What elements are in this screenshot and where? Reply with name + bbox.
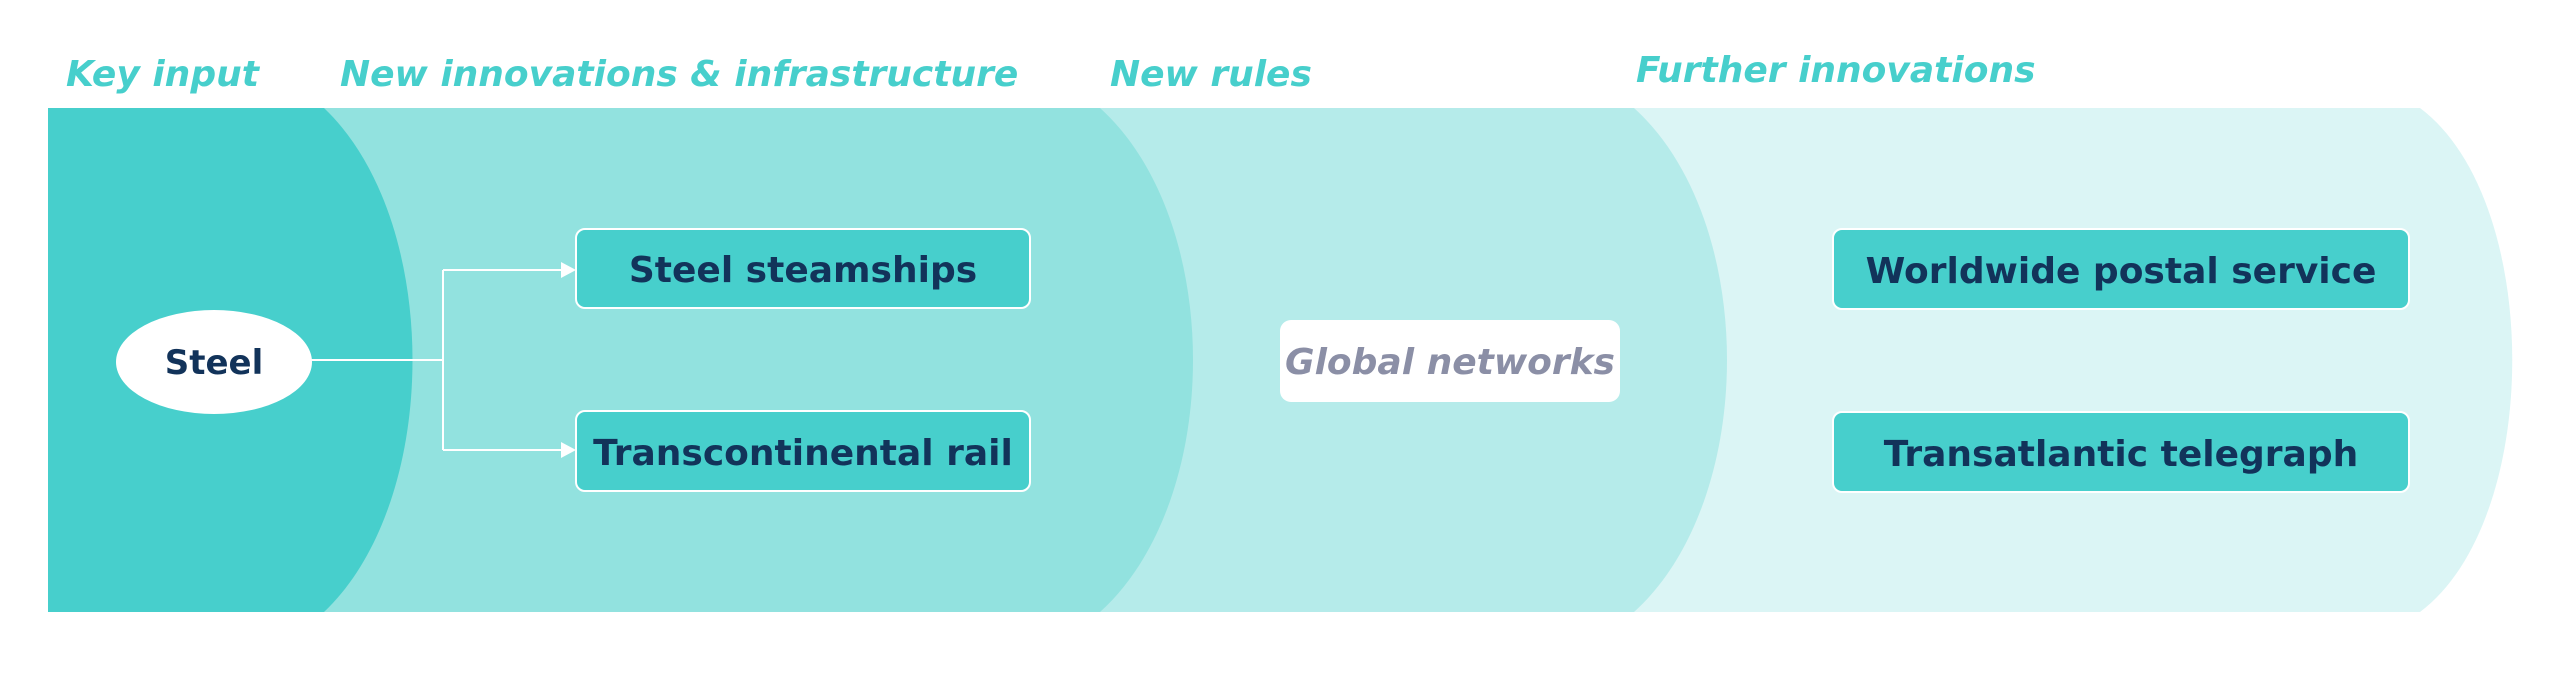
node-steel-steamships-label: Steel steamships <box>629 250 977 291</box>
node-global-networks-label: Global networks <box>1285 342 1615 383</box>
connector-lines <box>311 269 562 451</box>
node-steel: Steel <box>116 310 312 414</box>
arrowhead-steamships <box>561 262 576 278</box>
node-steel-label: Steel <box>165 343 264 383</box>
node-global-networks: Global networks <box>1280 320 1620 402</box>
header-key-input: Key input <box>66 54 261 95</box>
header-further-innovations: Further innovations <box>1636 50 2036 91</box>
node-transatlantic-telegraph: Transatlantic telegraph <box>1832 411 2410 493</box>
node-worldwide-postal-service-label: Worldwide postal service <box>1866 251 2377 292</box>
node-transcontinental-rail: Transcontinental rail <box>575 410 1031 492</box>
node-steel-steamships: Steel steamships <box>575 228 1031 309</box>
header-new-innovations: New innovations & infrastructure <box>340 54 1018 95</box>
header-new-rules: New rules <box>1110 54 1312 95</box>
node-transatlantic-telegraph-label: Transatlantic telegraph <box>1884 434 2359 475</box>
arrowhead-rail <box>561 442 576 458</box>
node-worldwide-postal-service: Worldwide postal service <box>1832 228 2410 310</box>
node-transcontinental-rail-label: Transcontinental rail <box>593 433 1013 474</box>
connector-to-steamships <box>442 269 562 451</box>
